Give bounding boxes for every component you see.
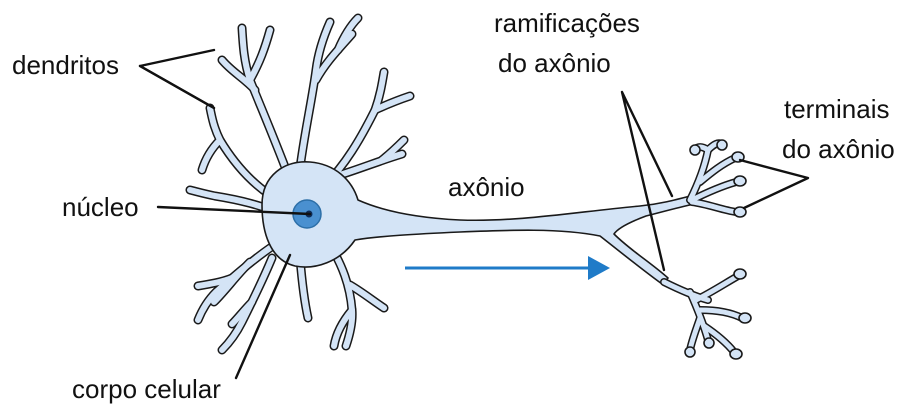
- axon-terminals-label-line1: terminais: [784, 94, 889, 124]
- dendrites-leader-2: [140, 66, 214, 108]
- axon-branches-label-line1: ramificações: [494, 8, 640, 38]
- axon-terminals-lower: [664, 269, 751, 359]
- axon-branches-label-line2: do axônio: [498, 48, 611, 78]
- cell-body-label: corpo celular: [72, 374, 221, 404]
- axon-label: axônio: [448, 172, 525, 202]
- axon-terminals-leader: [740, 160, 808, 208]
- dendrites-label: dendritos: [12, 50, 119, 80]
- nucleus-label: núcleo: [62, 192, 139, 222]
- dendrites-leader: [140, 50, 214, 108]
- signal-direction-arrow: [405, 256, 610, 280]
- axon-branches-leader: [622, 92, 672, 270]
- axon-terminals-upper: [690, 140, 746, 217]
- axon-terminals-label-line2: do axônio: [782, 134, 895, 164]
